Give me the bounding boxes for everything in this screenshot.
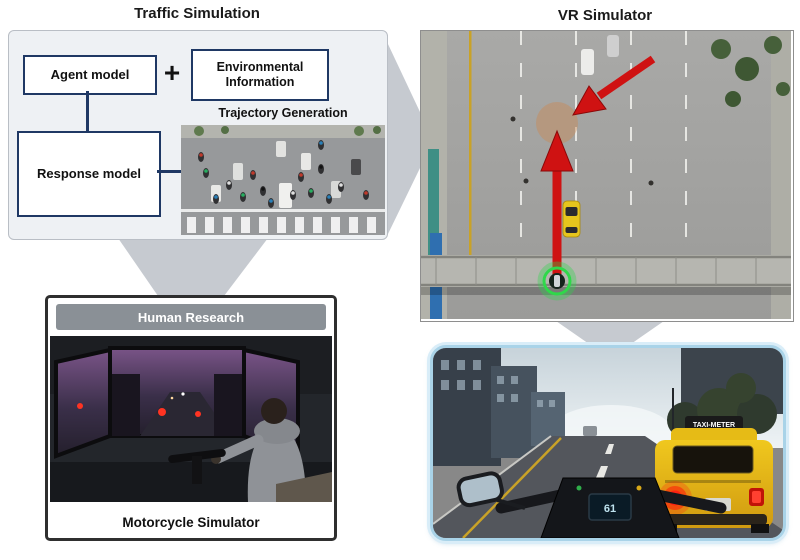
connector-traffic-to-vr <box>387 42 420 236</box>
handlebar-right <box>647 488 727 514</box>
yellow-lane-line <box>469 31 472 257</box>
teal-wall <box>428 149 439 261</box>
stop-line <box>181 209 385 212</box>
cars <box>211 141 361 208</box>
environmental-information-label: Environmental Information <box>216 60 304 89</box>
taxi-roof-sign <box>685 416 743 431</box>
taxi: TAXI-METER <box>655 416 773 533</box>
traffic-intersection-photo <box>181 125 385 235</box>
agent-to-response-connector <box>86 91 89 131</box>
attention-zone-circle <box>536 102 578 144</box>
distant-cars <box>581 35 619 75</box>
lane-dashes <box>520 31 687 255</box>
simulator-handlebar <box>168 448 226 484</box>
trees <box>194 126 381 136</box>
pedestrians <box>510 116 654 186</box>
left-mirror <box>456 471 504 508</box>
rider-position-marker <box>537 261 577 301</box>
rider-pov-scene: TAXI-METER <box>433 348 783 538</box>
response-to-photo-connector <box>157 170 183 173</box>
environmental-information-box: Environmental Information <box>191 49 329 101</box>
taxi-roof-sign-text: TAXI-METER <box>693 422 735 429</box>
human-research-header: Human Research <box>56 304 326 330</box>
right-sidewalk <box>771 31 791 319</box>
motorcycles <box>198 140 369 208</box>
pedestrian-bridge <box>421 255 791 295</box>
plus-sign: + <box>163 57 181 88</box>
motorcycle-simulator-caption: Motorcycle Simulator <box>122 515 260 530</box>
yellow-edge-line <box>462 437 562 538</box>
traffic-simulation-panel: Agent model + Environmental Information … <box>8 30 388 240</box>
rider-pov-frame: TAXI-METER <box>430 345 786 541</box>
left-buildings <box>433 348 565 466</box>
agent-model-label: Agent model <box>50 67 130 83</box>
speedometer-value: 61 <box>604 503 616 515</box>
response-model-label: Response model <box>36 166 142 182</box>
mirror-stem <box>496 498 526 510</box>
simulator-screens <box>54 346 300 459</box>
distant-car <box>583 426 597 436</box>
red-arrow-oncoming-icon <box>572 55 656 116</box>
vr-aerial-panel <box>420 30 794 322</box>
desk-edge <box>276 472 332 502</box>
crosswalk-stripes <box>187 217 376 233</box>
human-research-panel: Human Research <box>45 295 337 541</box>
motorcycle-simulator-photo <box>50 336 332 502</box>
far-sidewalk <box>181 125 385 138</box>
right-buildings-trees <box>667 348 783 438</box>
trajectory-generation-label: Trajectory Generation <box>218 106 348 120</box>
yellow-car <box>562 200 581 238</box>
agent-model-box: Agent model <box>23 55 157 95</box>
response-model-box: Response model <box>17 131 161 217</box>
red-arrow-forward-icon <box>540 129 574 275</box>
speedometer-screen <box>588 493 632 521</box>
vr-aerial-scene <box>421 31 791 319</box>
motorcycle-cockpit: 61 <box>456 471 727 538</box>
roadside-trees <box>711 36 790 107</box>
connector-vr-to-pov <box>556 321 664 346</box>
vr-simulator-title: VR Simulator <box>557 7 653 24</box>
connector-traffic-to-human-research <box>118 238 268 296</box>
traffic-simulation-title: Traffic Simulation <box>134 5 260 22</box>
